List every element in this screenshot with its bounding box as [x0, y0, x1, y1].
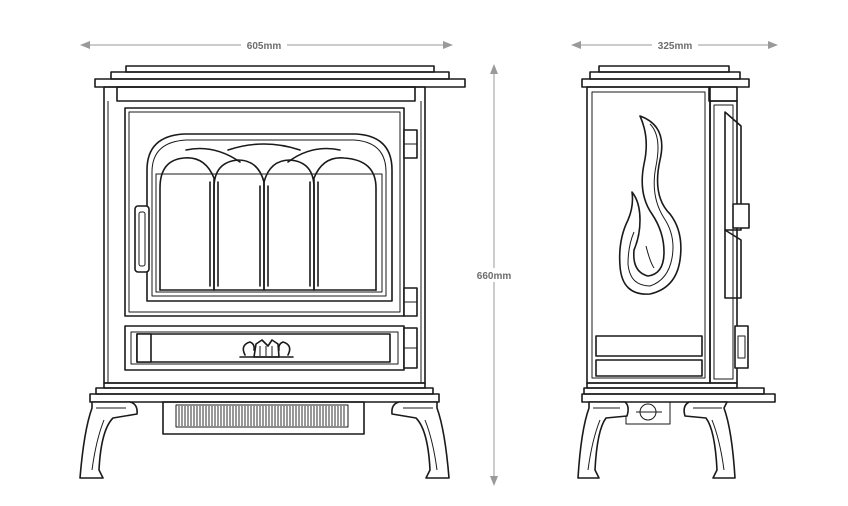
- side-door-handle: [732, 203, 750, 229]
- window-arches: [159, 143, 377, 291]
- door-window-frame: [146, 133, 393, 302]
- door-handle: [134, 205, 150, 273]
- side-fan-housing: [625, 401, 671, 425]
- side-lower-panel-bottom: [595, 359, 703, 377]
- front-door: [124, 107, 418, 317]
- emblem-icon: [239, 339, 294, 358]
- side-base: [581, 382, 776, 403]
- flame-icon: [618, 115, 682, 295]
- width-label: 605mm: [247, 41, 282, 52]
- heater-vent: [162, 401, 365, 435]
- front-left-leg: [79, 401, 138, 479]
- depth-arrow-right: [768, 41, 778, 49]
- side-left-leg: [577, 401, 629, 479]
- side-top-cap: [581, 65, 750, 102]
- width-arrow-left: [80, 41, 90, 49]
- front-top-cap: [94, 65, 466, 102]
- depth-dimension: 325mm: [571, 38, 778, 52]
- front-legs: [79, 401, 450, 479]
- width-dimension: 605mm: [80, 38, 453, 52]
- side-door-edge: [724, 111, 750, 369]
- front-lower-panel: [124, 325, 418, 371]
- side-legs: [577, 401, 736, 479]
- side-lower-panel-top: [595, 335, 703, 357]
- depth-arrow-left: [571, 41, 581, 49]
- front-base: [89, 382, 440, 403]
- height-arrow-bottom: [490, 476, 498, 486]
- width-arrow-right: [443, 41, 453, 49]
- door-hinges: [403, 129, 418, 317]
- height-arrow-top: [490, 64, 498, 74]
- front-right-leg: [391, 401, 450, 479]
- front-view: [79, 65, 466, 479]
- depth-label: 325mm: [658, 41, 693, 52]
- side-right-leg: [683, 401, 736, 479]
- height-dimension: 660mm: [472, 64, 516, 486]
- height-label: 660mm: [477, 271, 512, 282]
- side-view: [577, 65, 776, 479]
